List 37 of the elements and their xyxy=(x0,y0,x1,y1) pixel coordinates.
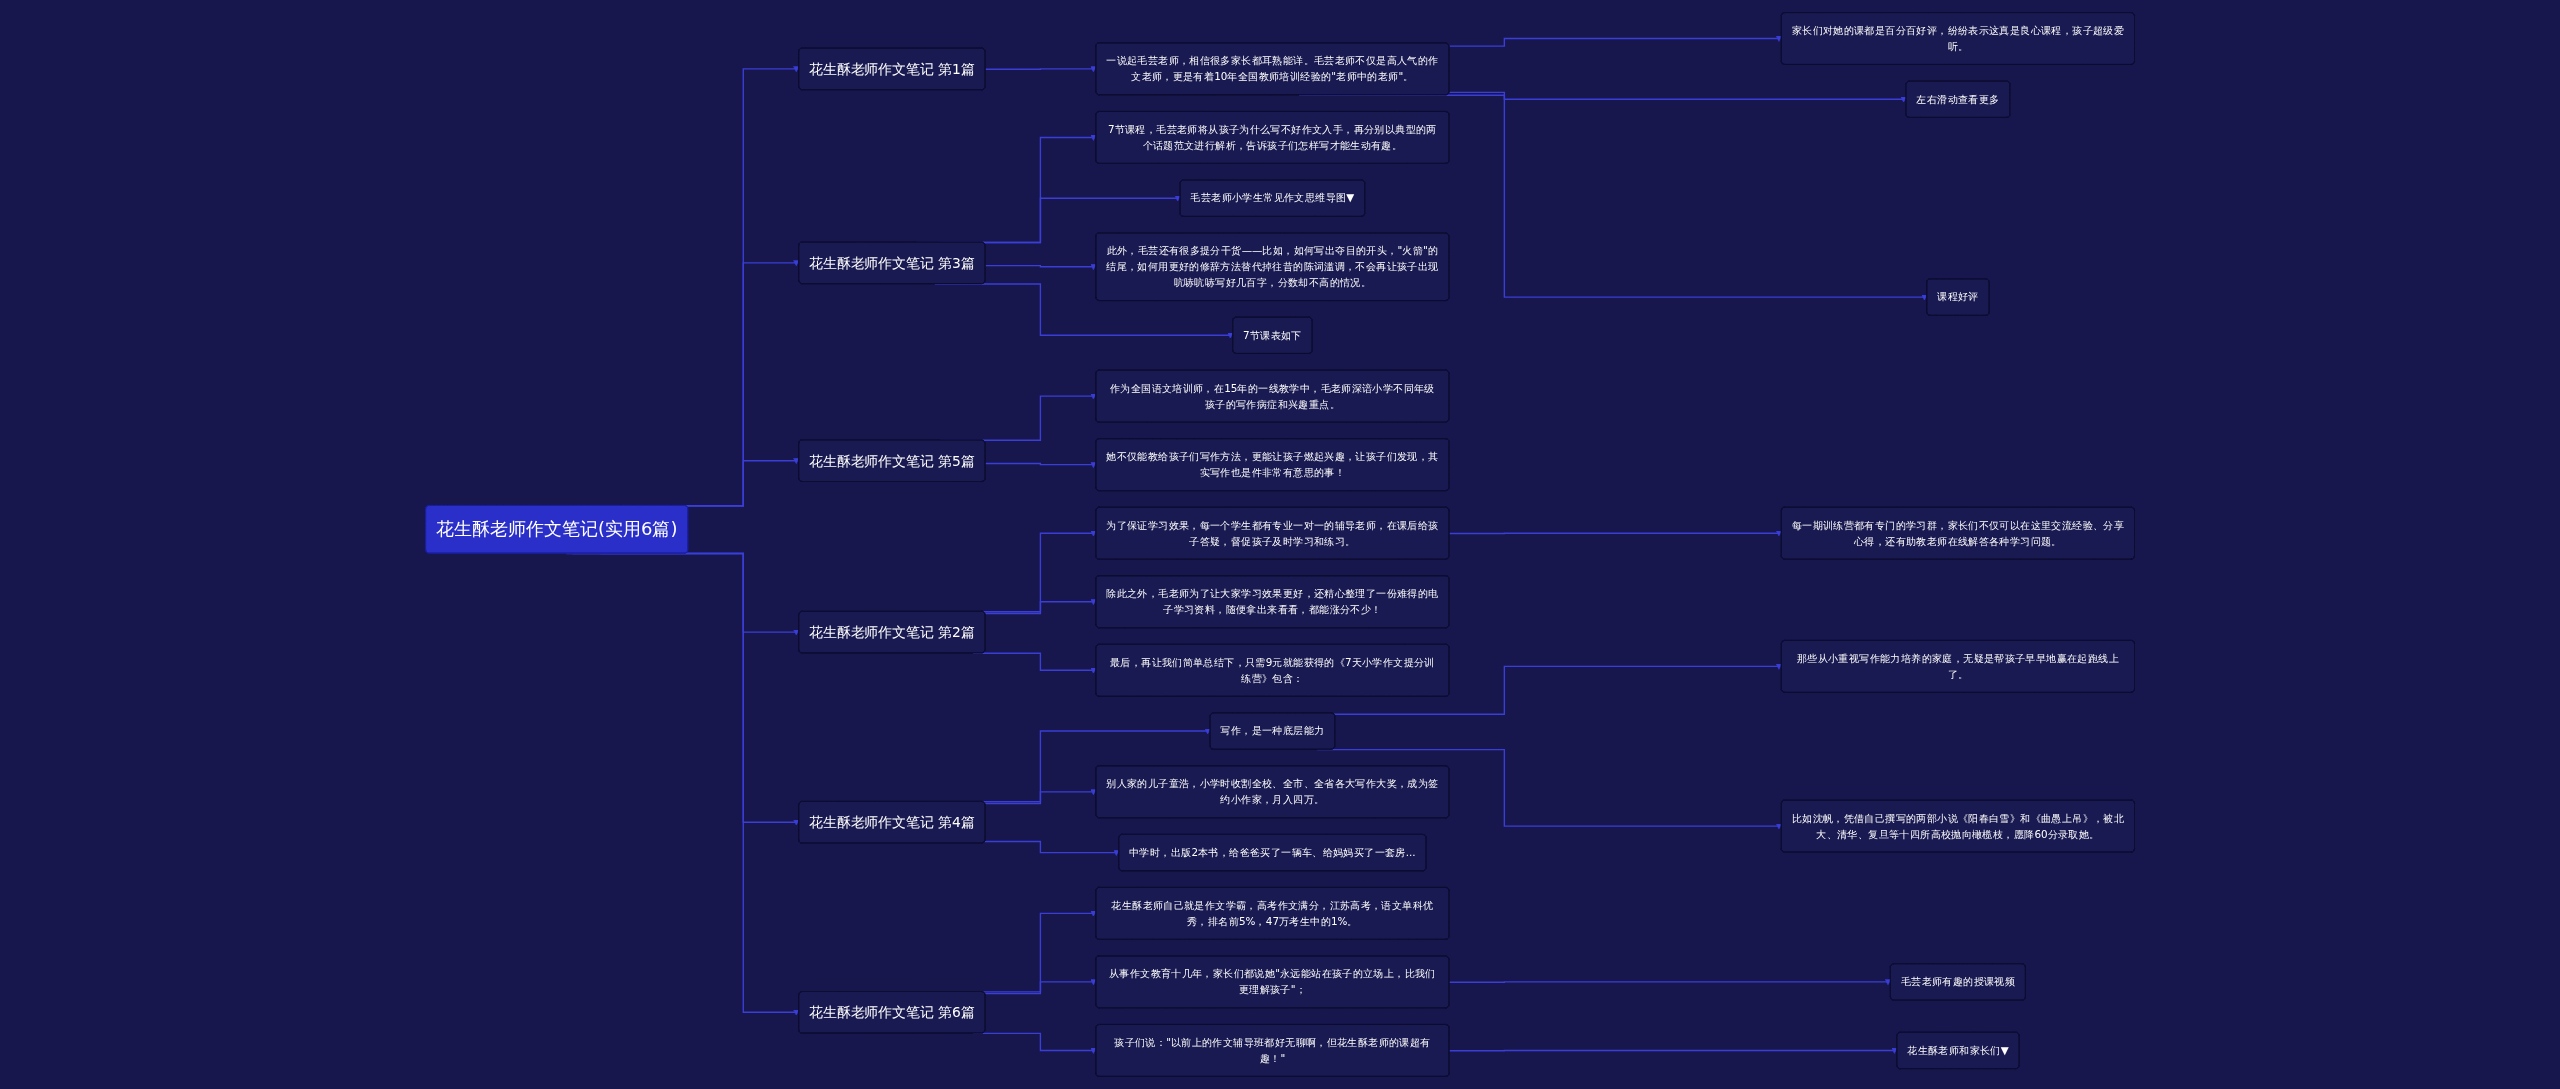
arrow xyxy=(984,840,1120,856)
node-text: 那些从小重视写作能力培养的家庭，无疑是帮孩子早早地赢在起跑线上了。 xyxy=(1796,652,2119,681)
node-text: 除此之外，毛老师为了让大家学习效果更好，还精心整理了一份难得的电子学习资料，随便拿出来看看，都能涨分不少！ xyxy=(1106,587,1439,616)
node-text: 孩子们说："以前上的作文辅导班都好无聊啊，但花生酥老师的课超有趣！" xyxy=(1114,1036,1431,1065)
node-text: 中学时，出版2本书，给爸爸买了一辆车、给妈妈买了一套房... xyxy=(1129,846,1416,859)
node-text: 从事作文教育十几年，家长们都说她"永远能站在孩子的立场上，比我们更理解孩子"； xyxy=(1108,967,1436,996)
node-text: 左右滑动查看更多 xyxy=(1916,92,2000,106)
arrow xyxy=(984,979,1097,995)
node-text: 比如沈帆，凭借自己撰写的两部小说《阳春白雪》和《曲愚上吊》，被北大、清华、复旦等十四所高校抛向橄榄枝，愿降60分录取她。 xyxy=(1791,811,2125,840)
arrow xyxy=(984,264,1097,271)
node-text: 别人家的儿子童浩，小学时收割全校、全市、全省各大写作大奖，成为签约小作家，月入四万。 xyxy=(1106,777,1439,806)
arrow xyxy=(1448,91,1907,103)
node-text: 花生酥老师自己就是作文学霸，高考作文满分，江苏高考，语文单科优秀，排名前5%，47万考生中的1%。 xyxy=(1111,899,1434,928)
node-text: 毛芸老师有趣的授课视频 xyxy=(1900,975,2016,988)
arrow xyxy=(1448,35,1782,47)
node-text: 作为全国语文培训师，在15年的一线教学中，毛老师深谙小学不同年级孩子的写作病症和兴趣重点。 xyxy=(1109,381,1435,410)
arrow xyxy=(1448,530,1782,537)
node-text: 此外，毛芸还有很多提分干货——比如，如何写出夺目的开头，"火箭"的结尾，如何用更好的修辞方法替代掉往昔的陈词滥调，不会再让孩子出现吭哧吭哧写好几百字，分数却不高的情况。 xyxy=(1106,244,1439,289)
node-text: 课程好评 xyxy=(1937,290,1979,304)
node-text: 毛芸老师小学生常见作文思维导图▼ xyxy=(1190,191,1355,205)
node-text: 为了保证学习效果，每一个学生都有专业一对一的辅导老师，在课后给孩子答疑，督促孩子及时学习和练习。 xyxy=(1106,519,1439,548)
node-text: 花生酥老师和家长们▼ xyxy=(1907,1044,2009,1057)
node-text: 最后，再让我们简单总结下，只需9元就能获得的《7天小学作文提分训练营》包含： xyxy=(1109,656,1435,685)
node-text: 7节课程，毛芸老师将从孩子为什么写不好作文入手，再分别以典型的两个话题范文进行解析，告诉孩子们怎样写才能生动有趣。 xyxy=(1108,123,1437,152)
node-text: 她不仅能教给孩子们写作方法，更能让孩子燃起兴趣，让孩子们发现，其实写作也是件非常有意思的事！ xyxy=(1106,450,1439,479)
node-text: 写作，是一种底层能力 xyxy=(1220,724,1325,738)
arrow xyxy=(1448,979,1891,986)
node-text: 家长们对她的课都是百分百好评，纷纷表示这真是良心课程，孩子超级爱听。 xyxy=(1791,24,2125,53)
arrow xyxy=(1448,1047,1898,1054)
arrow xyxy=(984,66,1097,73)
arrow xyxy=(1333,663,1782,715)
node-text: 花生酥老师作文笔记 第1篇 xyxy=(809,60,975,78)
node-text: 7节课表如下 xyxy=(1243,328,1302,342)
arrow xyxy=(984,599,1097,615)
arrow xyxy=(984,789,1097,805)
node-text: 每一期训练营都有专门的学习群，家长们不仅可以在这里交流经验、分享心得，还有助教老师在线解答各种学习问题。 xyxy=(1791,519,2125,548)
arrow xyxy=(984,461,1097,469)
